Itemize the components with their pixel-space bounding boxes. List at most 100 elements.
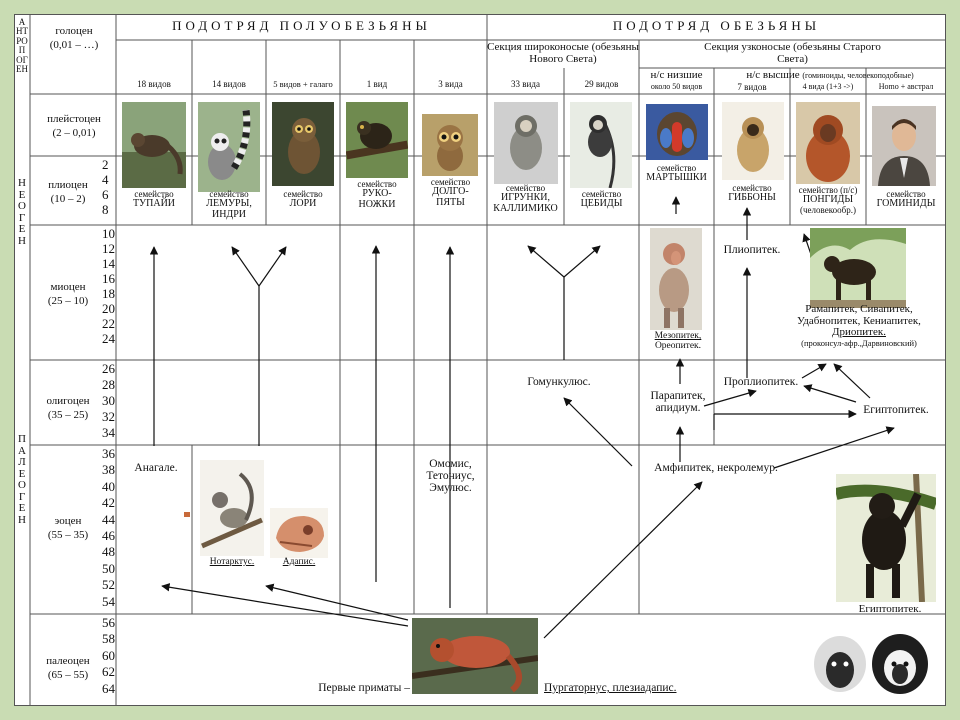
tick-paleocene-2: 60: [102, 647, 115, 663]
era-neogen: НЕОГЕН: [18, 177, 26, 247]
suborder-monkeys: ПОДОТРЯД ОБЕЗЬЯНЫ: [612, 18, 821, 33]
count-gibbons: 7 видов: [737, 82, 767, 92]
loris-image: [272, 102, 334, 186]
aegyptopithecus-image: [836, 474, 936, 602]
tick-paleocene-4: 64: [102, 680, 115, 696]
human-image: [872, 106, 936, 186]
tick-pliocene-1: 4: [102, 172, 109, 187]
epoch-paleocene: палеоцен(65 – 55): [46, 655, 90, 682]
epoch-miocene: миоцен(25 – 10): [47, 281, 89, 308]
tick-paleocene-1: 58: [102, 631, 115, 647]
label-mesopithecus: Мезопитек,Ореопитек.: [654, 331, 702, 351]
tick-miocene-5: 20: [102, 301, 115, 316]
label-purgatorius: Пургаторнус, плезиадапис.: [544, 682, 677, 694]
purgatorius-image: [412, 618, 538, 694]
tick-miocene-6: 22: [102, 316, 115, 331]
tupaia-image: [122, 102, 186, 188]
tick-eocene-0: 36: [102, 446, 115, 461]
suborder-prosimians: ПОДОТРЯД ПОЛУОБЕЗЬЯНЫ: [172, 18, 431, 33]
marker-dot: [184, 512, 190, 517]
count-lori: 5 видов + галаго: [273, 79, 333, 89]
count-rukonozhki: 1 вид: [366, 79, 388, 89]
orangutan-image: [796, 102, 860, 184]
tick-oligocene-3: 32: [102, 409, 115, 424]
tick-eocene-3: 42: [102, 495, 115, 511]
label-aegypto-picture: Египтопитек.: [858, 603, 922, 615]
tick-eocene-1: 38: [102, 462, 115, 478]
label-parapithecus: Парапитек,апидиум.: [650, 390, 706, 415]
tick-paleocene-3: 62: [102, 664, 115, 680]
label-pliopithecus: Плиопитек.: [723, 244, 781, 256]
label-omomys: Омомис,Тетониус,Эмулюс.: [426, 458, 475, 495]
tick-oligocene-1: 28: [102, 377, 115, 392]
count-hominids: Homo + австрал: [878, 82, 934, 91]
tick-pliocene-0: 2: [102, 157, 109, 172]
era-anthropogen: АНТРОПОГЕН: [16, 17, 28, 75]
tick-paleocene-0: 56: [102, 615, 115, 630]
tick-eocene-8: 52: [102, 577, 115, 593]
count-cebidy: 29 видов: [584, 79, 619, 89]
tick-pliocene-2: 6: [102, 187, 109, 202]
section-platyrrhini: Секция широконосые (обезьяны Нового Свет…: [487, 41, 639, 65]
era-paleogen: ПАЛЕОГЕН: [18, 433, 26, 526]
label-notharctus: Нотарктус.: [209, 557, 255, 567]
tick-oligocene-4: 34: [102, 425, 115, 440]
dryopithecus-image: [810, 228, 906, 308]
header-higher: н/с высшие (гоминоиды, человекоподобные): [746, 69, 914, 81]
monkey-heads-image: [800, 618, 940, 700]
tick-oligocene-2: 30: [102, 393, 115, 408]
count-tupai: 18 видов: [137, 79, 171, 89]
section-catarrhini: Секция узконосые (обезьяны Старого Света…: [704, 41, 881, 65]
header-lower-count: около 50 видов: [650, 82, 703, 91]
mandrill-image: [646, 104, 708, 160]
label-anagale: Анагале.: [134, 462, 178, 474]
tick-miocene-0: 10: [102, 226, 115, 241]
tick-eocene-9: 54: [102, 593, 115, 609]
count-pongids: 4 вида (1+3 ->): [802, 82, 854, 91]
gibbon-image: [722, 102, 784, 180]
family-pongids: семейство (п/с)ПОНГИДЫ(человекообр.): [798, 185, 858, 215]
tick-eocene-5: 46: [102, 528, 115, 544]
mesopithecus-image: [650, 228, 702, 330]
tick-miocene-4: 18: [102, 286, 115, 301]
tick-miocene-1: 12: [102, 241, 115, 256]
chart-frame: АНТРОПОГЕН НЕОГЕН ПАЛЕОГЕН голоцен(0,01 …: [14, 14, 946, 706]
label-adapis: Адапис.: [282, 557, 316, 567]
count-dolgopyaty: 3 вида: [438, 79, 463, 89]
adapis-skull-image: [270, 508, 328, 558]
tick-miocene-2: 14: [102, 256, 115, 271]
label-aegyptopithecus: Египтопитек.: [863, 404, 929, 416]
epoch-pleistocene: плейстоцен(2 – 0,01): [47, 113, 101, 140]
tick-eocene-7: 50: [102, 560, 115, 576]
label-homunculus: Гомункулюс.: [527, 376, 591, 388]
label-dryopithecines: Рамапитек, Сивапитек, Удабнопитек, Кениа…: [797, 303, 921, 348]
cebus-image: [570, 102, 632, 188]
tick-pliocene-3: 8: [102, 202, 109, 217]
label-propliopithecus: Проплиопитек.: [723, 376, 799, 388]
epoch-oligocene: олигоцен(35 – 25): [46, 395, 90, 422]
header-lower: н/с низшие: [650, 69, 703, 81]
count-igrunki: 33 вида: [511, 79, 540, 89]
count-lemurs: 14 видов: [212, 79, 246, 89]
label-first-primates: Первые приматы –: [318, 682, 410, 694]
tick-eocene-6: 48: [102, 544, 115, 560]
epoch-holocene: голоцен(0,01 – …): [49, 25, 99, 52]
tick-oligocene-0: 26: [102, 361, 115, 376]
epoch-pliocene: плиоцен(10 – 2): [48, 179, 88, 206]
tick-eocene-2: 40: [102, 478, 115, 494]
tick-miocene-3: 16: [102, 271, 115, 286]
lemur-image: [198, 102, 260, 192]
marmoset-image: [494, 102, 558, 184]
aye-aye-image: [346, 102, 408, 178]
